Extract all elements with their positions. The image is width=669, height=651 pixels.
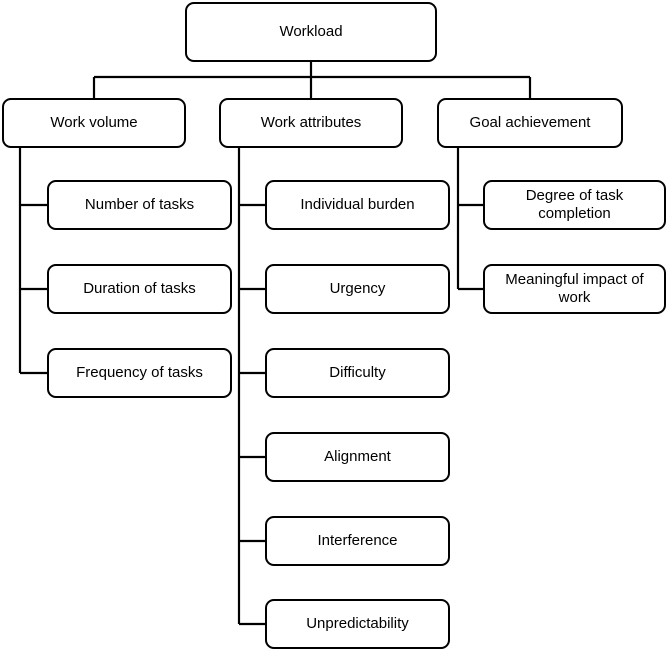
leaf-node-interference: Interference: [265, 516, 450, 566]
leaf-node-number-of-tasks: Number of tasks: [47, 180, 232, 230]
leaf-label: Duration of tasks: [83, 280, 196, 297]
leaf-node-degree-of-task-completion: Degree of task completion: [483, 180, 666, 230]
leaf-node-duration-of-tasks: Duration of tasks: [47, 264, 232, 314]
leaf-label: Alignment: [324, 448, 391, 465]
root-node-label: Workload: [279, 23, 343, 40]
category-node-goal-achievement: Goal achievement: [437, 98, 623, 148]
leaf-node-alignment: Alignment: [265, 432, 450, 482]
leaf-label: Meaningful impact of work: [505, 271, 644, 306]
category-label: Work attributes: [260, 114, 362, 131]
category-label: Work volume: [50, 114, 138, 131]
leaf-node-unpredictability: Unpredictability: [265, 599, 450, 649]
leaf-label: Interference: [317, 532, 398, 549]
leaf-node-frequency-of-tasks: Frequency of tasks: [47, 348, 232, 398]
category-node-work-attributes: Work attributes: [219, 98, 403, 148]
category-node-work-volume: Work volume: [2, 98, 186, 148]
root-node-workload: Workload: [185, 2, 437, 62]
leaf-node-meaningful-impact-of-work: Meaningful impact of work: [483, 264, 666, 314]
leaf-label: Degree of task completion: [525, 187, 624, 222]
leaf-label: Unpredictability: [306, 615, 409, 632]
leaf-node-individual-burden: Individual burden: [265, 180, 450, 230]
leaf-node-difficulty: Difficulty: [265, 348, 450, 398]
leaf-label: Urgency: [329, 280, 386, 297]
category-label: Goal achievement: [469, 114, 591, 131]
leaf-node-urgency: Urgency: [265, 264, 450, 314]
leaf-label: Individual burden: [300, 196, 415, 213]
leaf-label: Difficulty: [329, 364, 386, 381]
leaf-label: Number of tasks: [84, 196, 195, 213]
leaf-label: Frequency of tasks: [76, 364, 203, 381]
